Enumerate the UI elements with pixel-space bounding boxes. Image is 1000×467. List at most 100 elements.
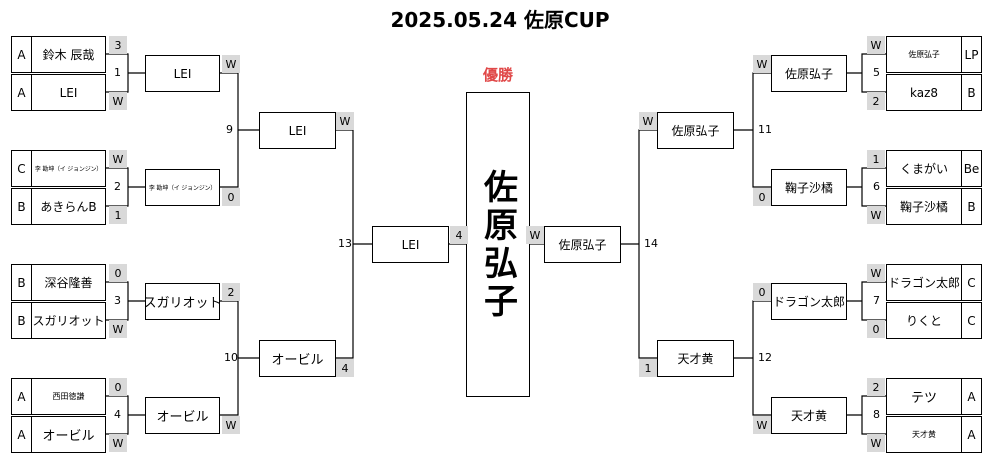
seed-box: B [961, 188, 982, 225]
score-tag: W [867, 434, 885, 452]
bracket-line [846, 167, 886, 207]
player-box: LEI [31, 74, 106, 111]
bracket-line [105, 395, 145, 435]
match-number: 6 [873, 180, 880, 193]
bracket-line [846, 53, 886, 93]
champion-name: 佐原弘子 [477, 168, 518, 321]
winner-box: 天才黄 [657, 340, 734, 377]
seed-box: A [11, 74, 32, 111]
score-tag: 0 [109, 378, 127, 396]
score-tag: W [222, 416, 240, 434]
score-tag: 0 [222, 188, 240, 206]
seed-box: B [961, 74, 982, 111]
winner-box: ドラゴン太郎 [771, 283, 847, 320]
seed-box: B [11, 188, 32, 225]
bracket-line [105, 53, 145, 93]
score-tag: 3 [109, 36, 127, 54]
match-number: 10 [224, 351, 238, 364]
score-tag: 2 [222, 283, 240, 301]
score-tag: 1 [639, 359, 657, 377]
winner-box: LEI [372, 226, 449, 263]
player-box: オービル [31, 416, 106, 453]
bracket-line [219, 72, 259, 188]
match-number: 9 [226, 123, 233, 136]
seed-box: A [11, 378, 32, 415]
winner-box: 佐原弘子 [657, 112, 734, 149]
match-number: 3 [114, 294, 121, 307]
player-box: 佐原弘子 [886, 36, 962, 73]
winner-box: 李 勘坤（イ ジョンジン） [145, 169, 220, 206]
match-number: 14 [644, 237, 658, 250]
seed-box: LP [961, 36, 982, 73]
bracket-line [733, 300, 771, 416]
seed-box: B [11, 302, 32, 339]
seed-box: C [961, 302, 982, 339]
score-tag: W [222, 55, 240, 73]
seed-box: C [11, 150, 32, 187]
player-box: 西田徳謙 [31, 378, 106, 415]
seed-box: B [11, 264, 32, 301]
player-box: テツ [886, 378, 962, 415]
match-number: 7 [873, 294, 880, 307]
player-box: 鈴木 辰哉 [31, 36, 106, 73]
score-tag: W [109, 434, 127, 452]
bracket-line [105, 167, 145, 207]
score-tag: W [109, 320, 127, 338]
match-number: 1 [114, 66, 121, 79]
player-box: 深谷隆善 [31, 264, 106, 301]
seed-box: A [11, 416, 32, 453]
seed-box: C [961, 264, 982, 301]
winner-box: オービル [259, 340, 336, 377]
player-box: スガリオット [31, 302, 106, 339]
winner-box: スガリオット [145, 283, 220, 320]
winner-box: LEI [259, 112, 336, 149]
bracket-line [733, 72, 771, 188]
score-tag: W [867, 36, 885, 54]
winner-box: オービル [145, 397, 220, 434]
winner-box: 佐原弘子 [544, 226, 621, 263]
bracket-line [335, 129, 372, 359]
player-box: 鞠子沙橘 [886, 188, 962, 225]
player-box: 李 勘坤（イ ジョンジン） [31, 150, 106, 187]
bracket-line [846, 281, 886, 321]
player-box: あきらんB [31, 188, 106, 225]
match-number: 8 [873, 408, 880, 421]
score-tag: W [867, 264, 885, 282]
player-box: ドラゴン太郎 [886, 264, 962, 301]
match-number: 5 [873, 66, 880, 79]
score-tag: 0 [753, 283, 771, 301]
winner-box: 佐原弘子 [771, 55, 847, 92]
player-box: くまがい [886, 150, 962, 187]
seed-box: A [11, 36, 32, 73]
seed-box: A [961, 378, 982, 415]
match-number: 13 [338, 237, 352, 250]
score-tag: W [526, 226, 544, 244]
seed-box: Be [961, 150, 982, 187]
score-tag: 2 [867, 92, 885, 110]
champion-label: 優勝 [482, 66, 513, 84]
bracket-line [219, 300, 259, 416]
seed-box: A [961, 416, 982, 453]
match-number: 11 [758, 123, 772, 136]
player-box: 天才黄 [886, 416, 962, 453]
page-title: 2025.05.24 佐原CUP [390, 8, 610, 32]
winner-box: LEI [145, 55, 220, 92]
winner-box: 天才黄 [771, 397, 847, 434]
champion-box: 佐原弘子 [466, 92, 530, 397]
score-tag: W [867, 206, 885, 224]
score-tag: W [109, 92, 127, 110]
score-tag: W [336, 112, 354, 130]
score-tag: W [109, 150, 127, 168]
player-box: kaz8 [886, 74, 962, 111]
score-tag: W [753, 55, 771, 73]
score-tag: W [753, 416, 771, 434]
bracket-line [105, 281, 145, 321]
score-tag: 0 [867, 320, 885, 338]
score-tag: 2 [867, 378, 885, 396]
score-tag: 1 [867, 150, 885, 168]
match-number: 2 [114, 180, 121, 193]
score-tag: 1 [109, 206, 127, 224]
winner-box: 鞠子沙橘 [771, 169, 847, 206]
score-tag: 0 [753, 188, 771, 206]
bracket-line [620, 129, 657, 359]
